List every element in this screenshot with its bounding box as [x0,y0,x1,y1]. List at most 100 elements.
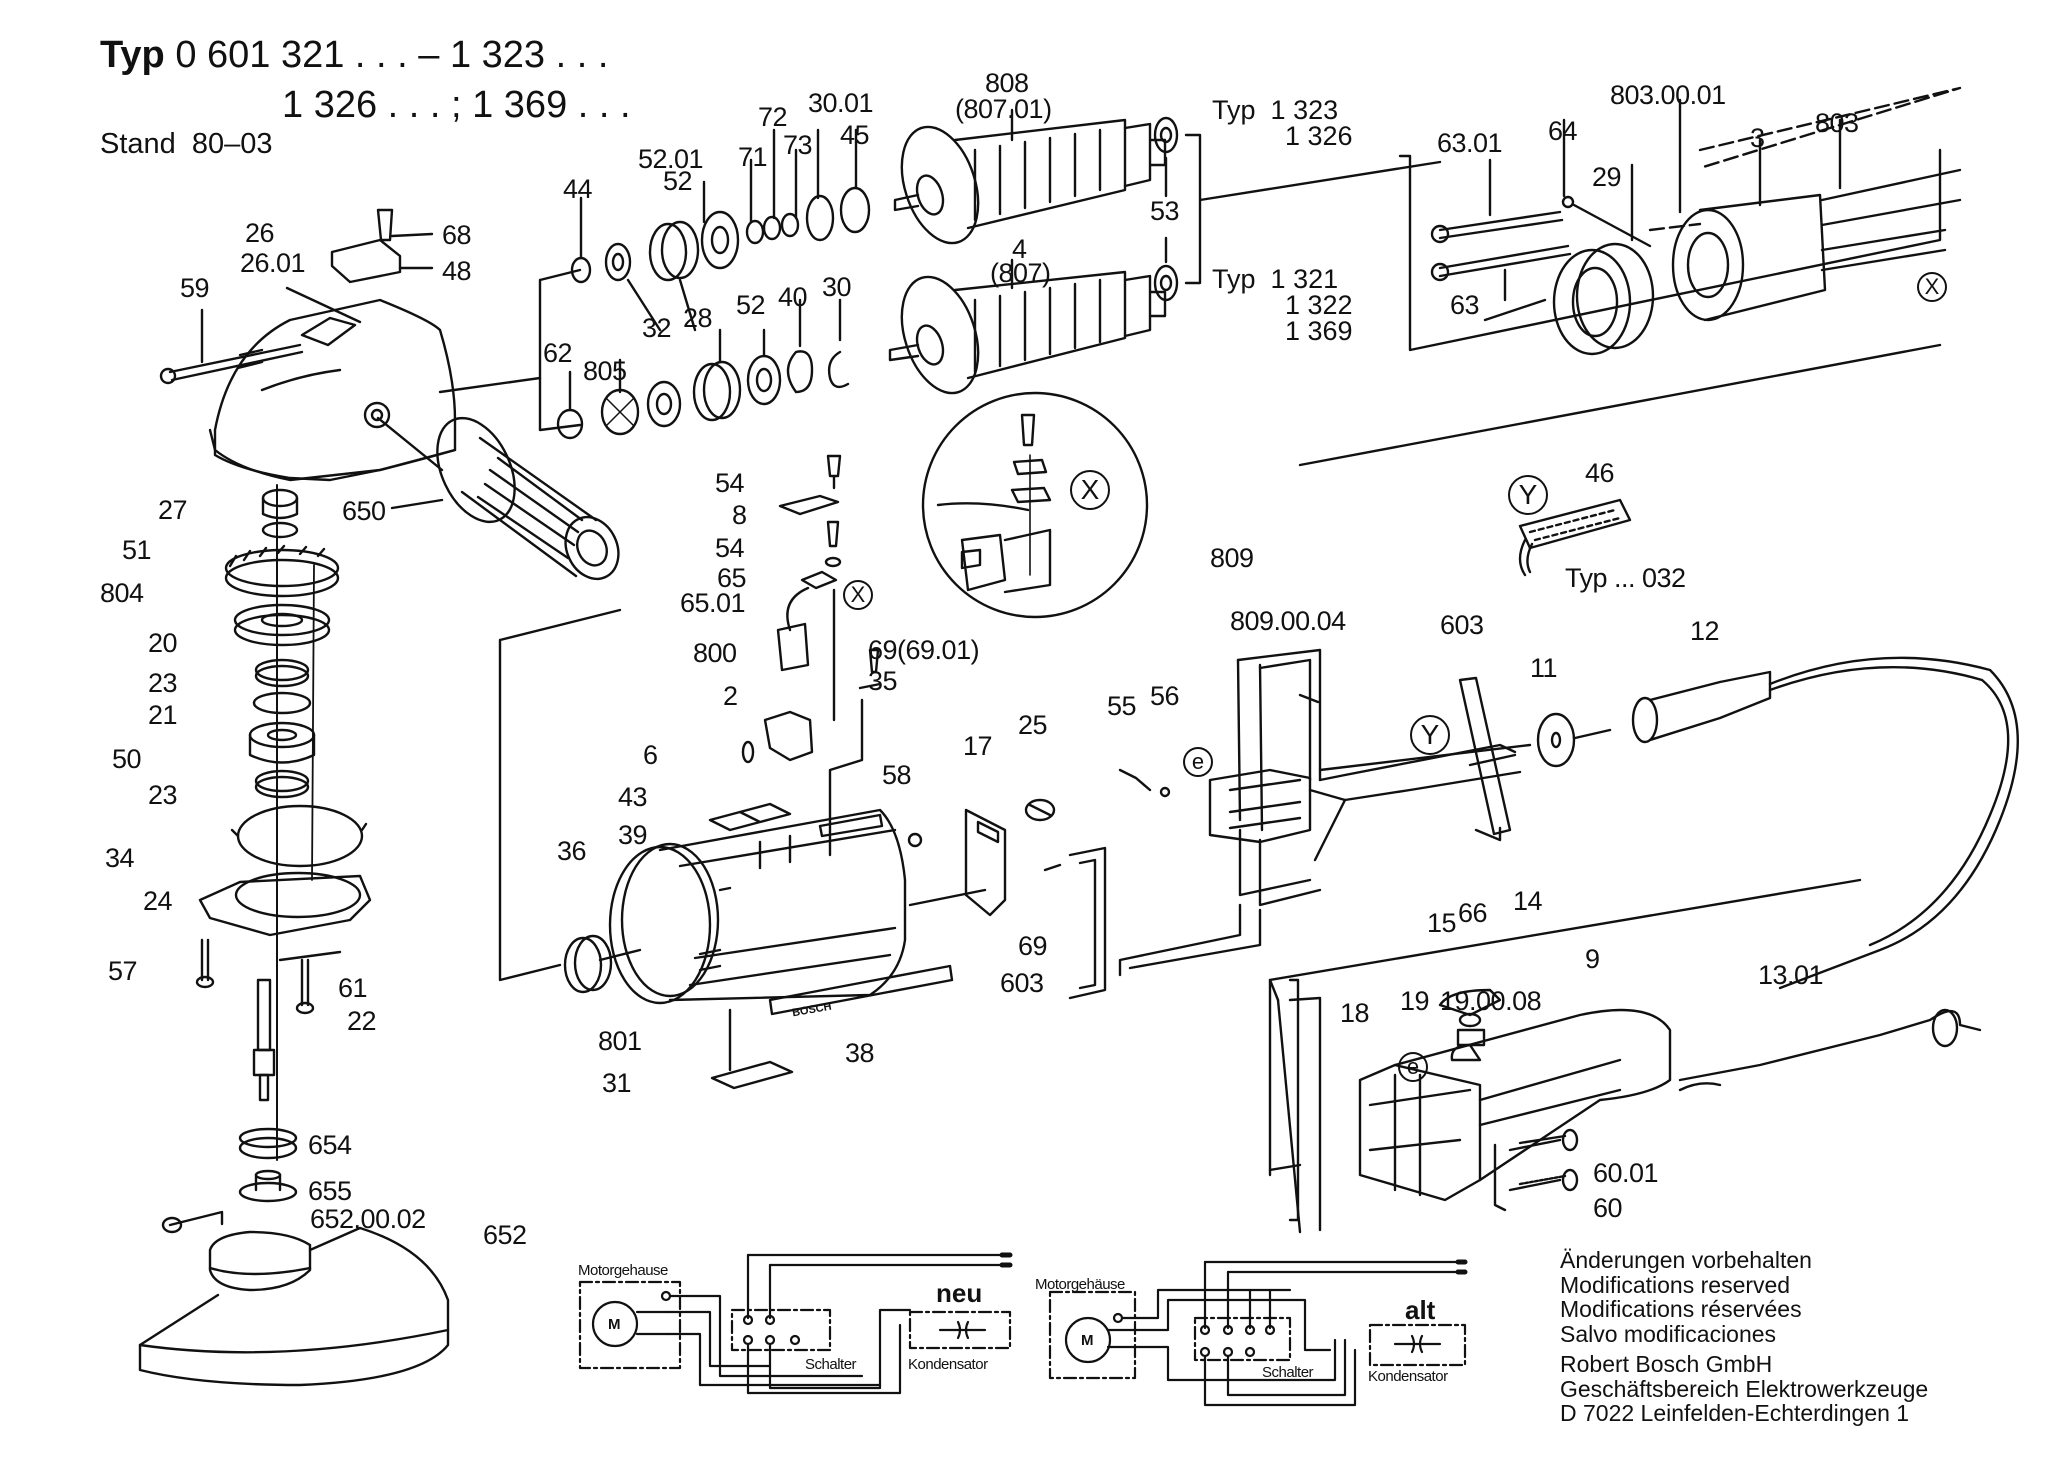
part-label-36: 36 [557,836,587,866]
part-label-26: 26 [245,218,275,248]
part-label-29: 29 [1592,162,1622,192]
type-title-line-2: 1 326 . . . ; 1 369 . . . [282,84,631,126]
part-label-8: 8 [732,500,747,530]
footer-notice: Änderungen vorbehalten Modifications res… [1560,1248,1928,1426]
notice-fr: Modifications réservées [1560,1296,1802,1322]
part-label-62: 62 [543,338,573,368]
part-label-54a: 54 [715,468,745,498]
part-label-2: 2 [723,681,738,711]
type-title-prefix: Typ [100,34,165,76]
part-label-63-01: 63.01 [1437,128,1503,158]
part-label-40: 40 [778,282,808,312]
wiring-old-housing-label: Motorgehäuse [1035,1276,1125,1293]
part-label-20: 20 [148,628,178,658]
part-label-60: 60 [1593,1193,1623,1223]
armature-807-lower [888,260,1165,403]
notice-de: Änderungen vorbehalten [1560,1247,1812,1273]
part-label-23a: 23 [148,668,178,698]
part-label-43: 43 [618,782,648,812]
part-label-804: 804 [100,578,144,608]
part-label-65-01: 65.01 [680,588,746,618]
part-label-807-01: (807.01) [955,94,1052,124]
part-label-38: 38 [845,1038,875,1068]
part-label-50: 50 [112,744,142,774]
part-label-30-01: 30.01 [808,88,874,118]
wiring-new-housing-label: Motorgehause [578,1262,668,1279]
part-label-808: 808 [985,68,1029,98]
part-label-69-69-01: 69(69.01) [868,635,980,665]
wiring-new-capacitor-label: Kondensator [908,1356,988,1373]
part-label-56: 56 [1150,681,1180,711]
part-label-73: 73 [783,130,813,160]
armature-variant-upper: Typ 1 323 [1212,95,1338,126]
part-label-52a: 52 [663,166,693,196]
screw-59 [161,310,302,383]
armature-variant-upper-2: 1 326 [1285,121,1353,151]
part-label-652: 652 [483,1220,527,1250]
part-label-48: 48 [442,256,472,286]
cable-sleeve-46 [1520,500,1630,575]
earth-marker-e-handle: e [1398,1052,1428,1082]
part-label-809-00-04: 809.00.04 [1230,606,1346,636]
part-label-650: 650 [342,496,386,526]
cord-assembly [1320,658,2018,988]
part-label-12: 12 [1690,616,1720,646]
part-label-52-01: 52.01 [638,144,704,174]
part-label-25: 25 [1018,710,1048,740]
bearings-53 [1155,118,1440,300]
revision-stand: Stand 80–03 [100,128,273,161]
nameplates [710,804,952,1088]
screws-57-61 [197,940,340,1013]
part-label: 46 [1585,458,1615,488]
part-label-14: 14 [1513,886,1543,916]
detail-marker-x-field: X [1917,272,1947,302]
part-label-28: 28 [683,303,713,333]
part-label-66: 66 [1458,898,1488,928]
detail-marker-y-ref: Y [1410,715,1450,755]
part-label-60-01: 60.01 [1593,1158,1659,1188]
company-name: Robert Bosch GmbH [1560,1351,1773,1377]
variant-label: Typ [1212,95,1256,125]
part-label-55: 55 [1107,691,1137,721]
armature-variant-lower: Typ 1 321 [1212,264,1338,295]
wiring-old-tag: alt [1405,1295,1436,1325]
part-label-3: 3 [1750,123,1765,153]
part-label-6: 6 [643,740,658,770]
part-label-17: 17 [963,731,993,761]
type-title-line-1: Typ 0 601 321 . . . – 1 323 . . . [100,36,608,74]
part-label-22: 22 [347,1006,377,1036]
upper-row-parts [540,130,869,430]
part-label-34: 34 [105,843,135,873]
variant-label: Typ [1212,264,1256,294]
part-label-53: 53 [1150,196,1180,226]
armature-variant-lower-2: 1 322 [1285,290,1353,320]
armature-variant-lower-3: 1 369 [1285,316,1353,346]
part-label-13-01: 13.01 [1758,960,1824,990]
wiring-old-switch-label: Schalter [1262,1364,1314,1381]
rear-handle-9 [1290,980,1670,1220]
part-label-801: 801 [598,1026,642,1056]
part-label-57: 57 [108,956,138,986]
notice-es: Salvo modificaciones [1560,1320,1777,1347]
brush-holder-parts [743,456,880,855]
power-cord-13-01 [1680,1010,1980,1090]
detail-marker-x: X [1070,470,1110,510]
part-label-61: 61 [338,973,368,1003]
stand-label: Stand [100,128,176,160]
part-label-32: 32 [642,313,672,343]
part-label-35: 35 [868,666,898,696]
gear-housing-26 [210,300,455,480]
part-label-54b: 54 [715,533,745,563]
part-label-31: 31 [602,1068,632,1098]
part-label-51: 51 [122,535,152,565]
part-label-24: 24 [143,886,173,916]
flanges-654-655 [240,1129,296,1201]
wiring-new-switch-label: Schalter [805,1356,857,1373]
part-label-26-01: 26.01 [240,248,306,278]
wiring-new-motor: M [608,1316,621,1333]
bracket-18 [1270,880,1860,1232]
part-label-71: 71 [738,142,768,172]
part-label-805: 805 [583,356,627,386]
